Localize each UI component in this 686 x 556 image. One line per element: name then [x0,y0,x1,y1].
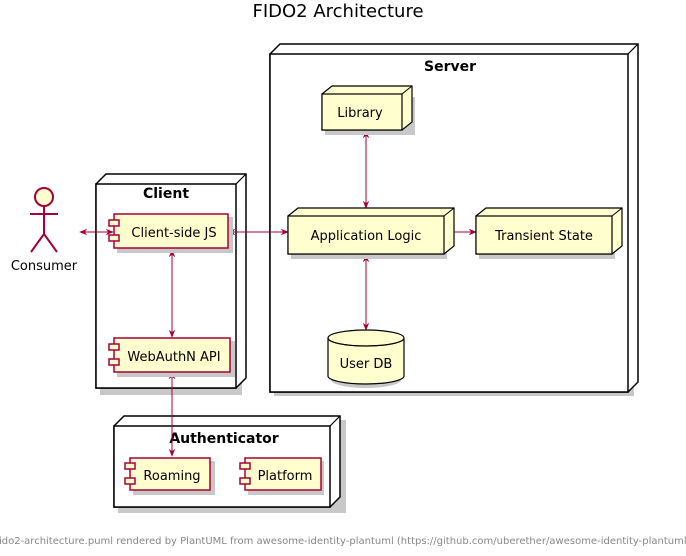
consumer-actor: Consumer [11,187,78,274]
transient-state-label: Transient State [494,229,593,244]
user-db-database: User DB [327,329,405,388]
webauthn-label: WebAuthN API [127,350,220,365]
roaming-component: Roaming [124,457,215,495]
library-node: Library [321,85,415,135]
platform-component: Platform [239,457,324,495]
client-js-label: Client-side JS [131,226,216,241]
roaming-label: Roaming [143,469,200,484]
transient-state-node: Transient State [475,207,623,259]
footer-caption: fido2-architecture.puml rendered by Plan… [0,536,686,547]
consumer-label: Consumer [11,259,78,274]
webauthn-component: WebAuthN API [108,337,235,377]
diagram-title: FIDO2 Architecture [252,1,423,22]
server-node-title: Server [424,59,476,75]
library-label: Library [337,106,383,121]
platform-label: Platform [258,469,313,484]
app-logic-label: Application Logic [311,229,422,244]
app-logic-node: Application Logic [287,207,455,259]
authenticator-node-title: Authenticator [169,431,278,447]
actor-head-icon [34,187,54,207]
client-js-component: Client-side JS [108,213,233,253]
client-node-title: Client [143,186,189,202]
user-db-label: User DB [340,357,393,372]
edges [79,130,477,457]
